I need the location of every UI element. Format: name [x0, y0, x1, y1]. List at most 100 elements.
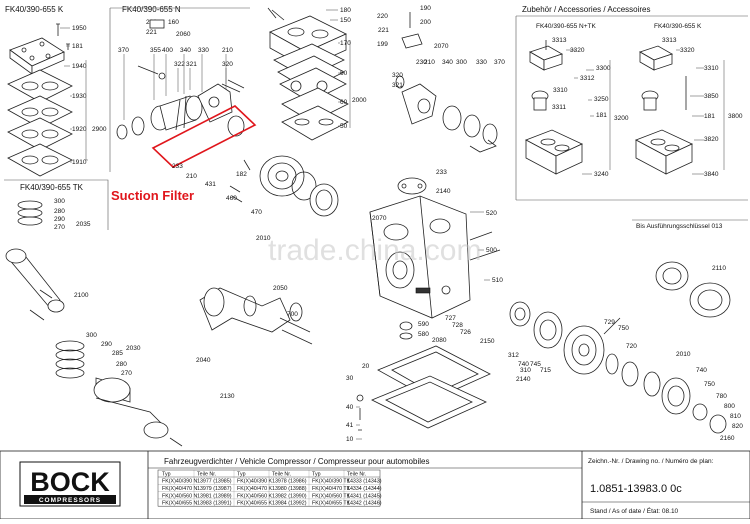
table-cell: 13981 (13989) [197, 493, 232, 499]
tk-seal-rings [17, 200, 43, 226]
watermark: trade.china.com [268, 234, 481, 267]
label-30: 30 [346, 375, 354, 382]
connecting-rod-left [5, 248, 65, 321]
label-3313-b: 3313 [662, 37, 677, 44]
label-400: 400 [162, 47, 173, 54]
label-233: 233 [172, 163, 183, 170]
accessory-k [635, 45, 693, 175]
label-3850: 3850 [704, 93, 719, 100]
label-700: 700 [287, 311, 298, 318]
label-181-b: 181 [596, 112, 607, 119]
label-2080: 2080 [432, 337, 447, 344]
label-720: 720 [626, 343, 637, 350]
valve-assembly-right [395, 12, 498, 195]
label-2010: 2010 [256, 235, 271, 242]
label-2150: 2150 [480, 338, 495, 345]
header-acc-k: FK40/390-655 K [654, 23, 702, 30]
label-510: 510 [492, 277, 503, 284]
brand-subtitle: COMPRESSORS [39, 497, 101, 504]
label-2100: 2100 [74, 292, 89, 299]
label-280: 280 [54, 208, 65, 215]
label-160: 160 [168, 19, 179, 26]
table-cell: FK(X)40/390 TK [312, 479, 351, 485]
label-1940: 1940 [72, 63, 87, 70]
table-cell: FK(X)40/470 K [237, 486, 273, 492]
shaft-seal-assembly: 182 [229, 155, 339, 217]
label-370: 370 [118, 47, 129, 54]
table-cell: FK(X)40/390 K [237, 479, 273, 485]
label-150: 150 [340, 17, 351, 24]
label-360: 370 [494, 59, 505, 66]
label-340: 340 [180, 47, 191, 54]
label-221: 221 [146, 29, 157, 36]
bearing-ring [655, 261, 731, 318]
label-745: 745 [530, 361, 541, 368]
table-cell: 13980 (13988) [272, 486, 307, 492]
label-729: 729 [604, 319, 615, 326]
label-2070: 2070 [434, 43, 449, 50]
label-355: 355 [150, 47, 161, 54]
label-3312: 3312 [580, 75, 595, 82]
label-1920: 1920 [72, 126, 87, 133]
label-210-b: 210 [186, 173, 197, 180]
label-500: 500 [486, 247, 497, 254]
label-810: 810 [730, 413, 741, 420]
label-460: 460 [226, 195, 237, 202]
label-350: 330 [476, 59, 487, 66]
label-750-b: 750 [704, 381, 715, 388]
label-2110: 2110 [712, 265, 726, 272]
suction-filter-callout: Suction Filter [111, 188, 194, 203]
k-head-assembly [7, 23, 73, 177]
header-fk-tk: FK40/390-655 TK [20, 183, 84, 192]
label-300-b: 300 [86, 332, 97, 339]
brand-logo: BOCK [30, 467, 110, 497]
header-acc-ntk: FK40/390-655 N+TK [536, 23, 596, 30]
label-2000: 2000 [352, 97, 367, 104]
label-3310: 3310 [553, 87, 568, 94]
label-1950: 1950 [72, 25, 87, 32]
label-170: 170 [340, 40, 351, 47]
oil-pump-cover [509, 301, 727, 434]
header-fk-n: FK40/390-655 N [122, 5, 181, 14]
label-3320-b: 3320 [680, 47, 695, 54]
accessory-n-tk [525, 40, 583, 175]
label-2140: 2140 [516, 376, 531, 383]
label-210: 210 [222, 47, 233, 54]
header-accessories: Zubehör / Accessories / Accessoires [522, 5, 651, 14]
label-3820: 3820 [704, 136, 719, 143]
label-520: 520 [486, 210, 497, 217]
table-cell: FK(X)40/390 N [162, 479, 198, 485]
label-60: 60 [340, 70, 348, 77]
label-290: 290 [54, 216, 65, 223]
label-2130: 2130 [220, 393, 235, 400]
label-210-c: 210 [424, 59, 435, 66]
label-728: 728 [452, 322, 463, 329]
crankshaft [199, 287, 313, 345]
label-2900: 2900 [92, 126, 107, 133]
label-20: 20 [362, 363, 370, 370]
label-321: 321 [186, 61, 197, 68]
table-cell: 14342 (14346) [347, 501, 382, 507]
label-820: 820 [732, 423, 743, 430]
label-180: 180 [340, 7, 351, 14]
label-750: 750 [618, 325, 629, 332]
table-cell: 14334 (14344) [347, 486, 382, 492]
label-233-b: 233 [436, 169, 447, 176]
table-cell: 13977 (13985) [197, 479, 232, 485]
table-header-cell: Teile Nr. [272, 472, 291, 478]
label-270-b: 270 [121, 370, 132, 377]
label-312: 312 [508, 352, 519, 359]
table-cell: FK(X)40/470 TK [312, 486, 351, 492]
label-3840: 3840 [704, 171, 719, 178]
bottom-plates [356, 345, 491, 431]
label-740: 740 [518, 361, 529, 368]
label-41: 41 [346, 422, 354, 429]
label-780: 780 [716, 393, 727, 400]
label-50: 50 [340, 123, 348, 130]
piston-group-left [55, 340, 183, 447]
drawing-label: Zeichn.-Nr. / Drawing no. / Numéro de pl… [588, 458, 714, 465]
label-285: 285 [112, 350, 123, 357]
label-40: 40 [346, 404, 354, 411]
